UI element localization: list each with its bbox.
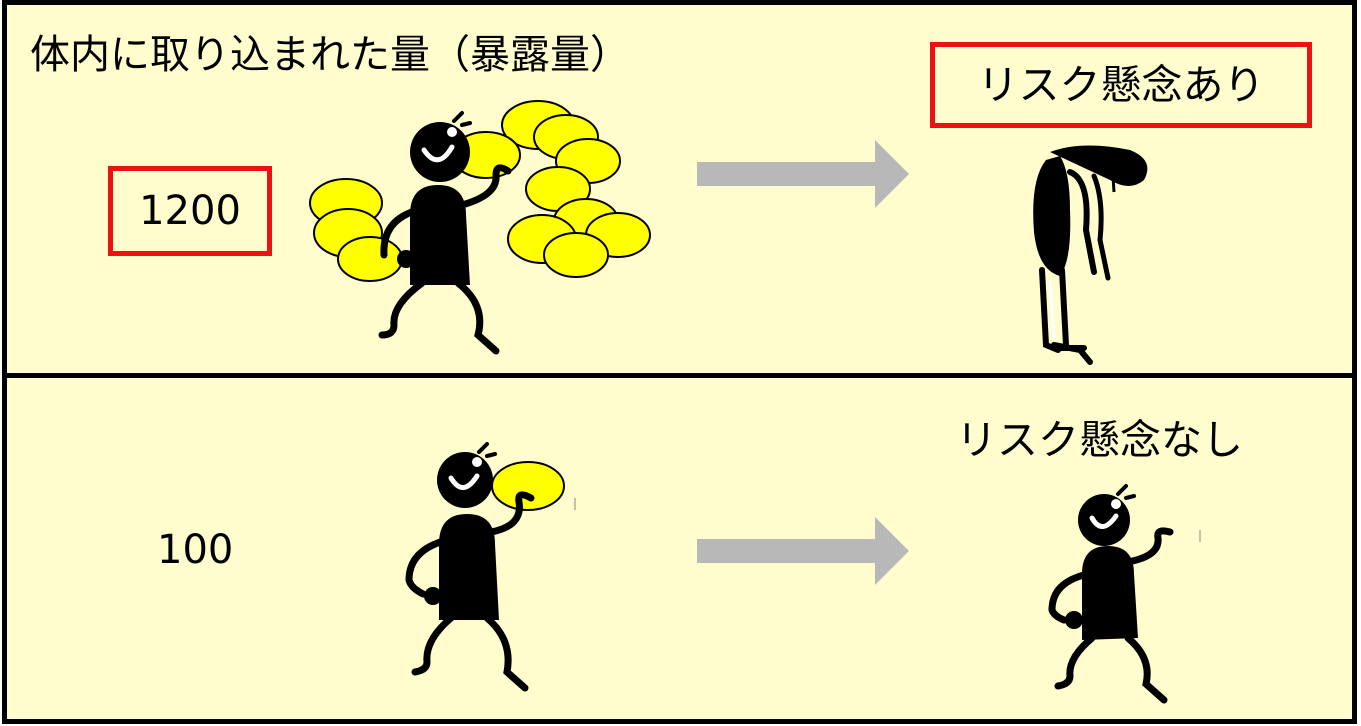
sick-person-icon <box>1033 145 1148 365</box>
risk-concern-box: リスク懸念あり <box>930 42 1312 128</box>
top-arrow-icon <box>697 140 909 208</box>
risk-concern-label: リスク懸念あり <box>977 60 1265 109</box>
low-exposure-panel <box>2 373 1357 724</box>
person-figure <box>378 111 512 355</box>
high-exposure-value-box: 1200 <box>108 166 272 256</box>
pellet-cluster <box>309 100 651 282</box>
no-risk-concern-label: リスク懸念なし <box>956 416 1243 464</box>
pellet <box>491 461 565 511</box>
person-with-one-pellet-icon <box>405 442 576 692</box>
healthy-person-icon <box>1048 484 1201 704</box>
exposure-title: 体内に取り込まれた量（暴露量） <box>30 32 630 78</box>
high-exposure-panel <box>2 0 1357 378</box>
low-exposure-value: 100 <box>157 527 234 573</box>
bottom-arrow-icon <box>697 517 909 585</box>
person-with-many-pellets-icon <box>309 100 651 355</box>
high-exposure-value: 1200 <box>139 188 241 234</box>
